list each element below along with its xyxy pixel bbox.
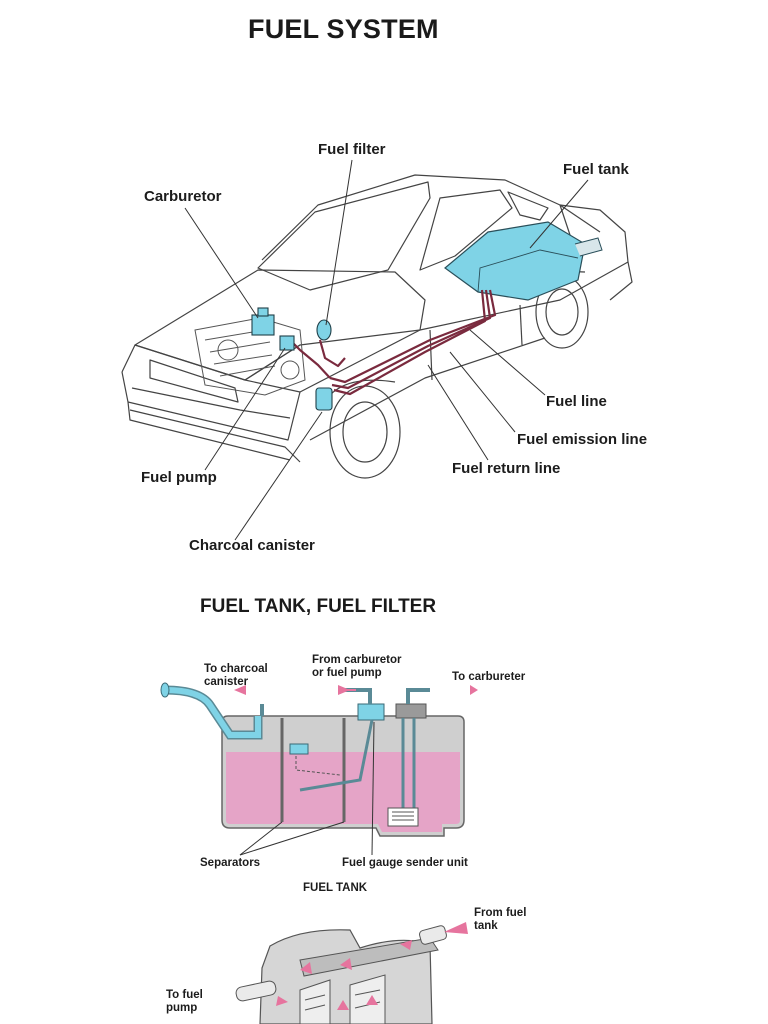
page-title: FUEL SYSTEM	[248, 14, 439, 44]
fuel-filter-cutaway	[235, 922, 468, 1024]
label-fuel-gauge-sender-unit: Fuel gauge sender unit	[342, 857, 468, 869]
label-carburetor: Carburetor	[144, 188, 222, 205]
leader-lines	[184, 159, 589, 541]
section-title-fuel-tank-filter: FUEL TANK, FUEL FILTER	[200, 596, 437, 617]
label-fuel-line: Fuel line	[546, 393, 607, 410]
label-charcoal-canister: Charcoal canister	[189, 537, 315, 554]
engine-block	[194, 317, 306, 396]
label-fuel-filter: Fuel filter	[318, 141, 386, 158]
label-fuel-pump: Fuel pump	[141, 469, 217, 486]
label-from-fuel-tank: From fuel tank	[474, 907, 527, 932]
label-to-fuel-pump: To fuel pump	[166, 989, 203, 1014]
car-outline	[121, 174, 633, 479]
label-fuel-tank: Fuel tank	[563, 161, 629, 178]
label-from-carburetor: From carburetor or fuel pump	[312, 654, 402, 679]
fuel-tank-part	[444, 221, 603, 301]
label-to-carbureter: To carbureter	[452, 671, 526, 683]
fuel-tank-cutaway	[160, 682, 478, 856]
caption-fuel-tank: FUEL TANK	[303, 882, 368, 894]
engine-components	[251, 307, 333, 411]
label-fuel-return-line: Fuel return line	[452, 460, 561, 477]
label-fuel-emission-line: Fuel emission line	[517, 431, 648, 448]
label-to-charcoal-canister: To charcoal canister	[204, 663, 268, 688]
label-separators: Separators	[200, 857, 261, 869]
fuel-lines	[289, 289, 497, 396]
